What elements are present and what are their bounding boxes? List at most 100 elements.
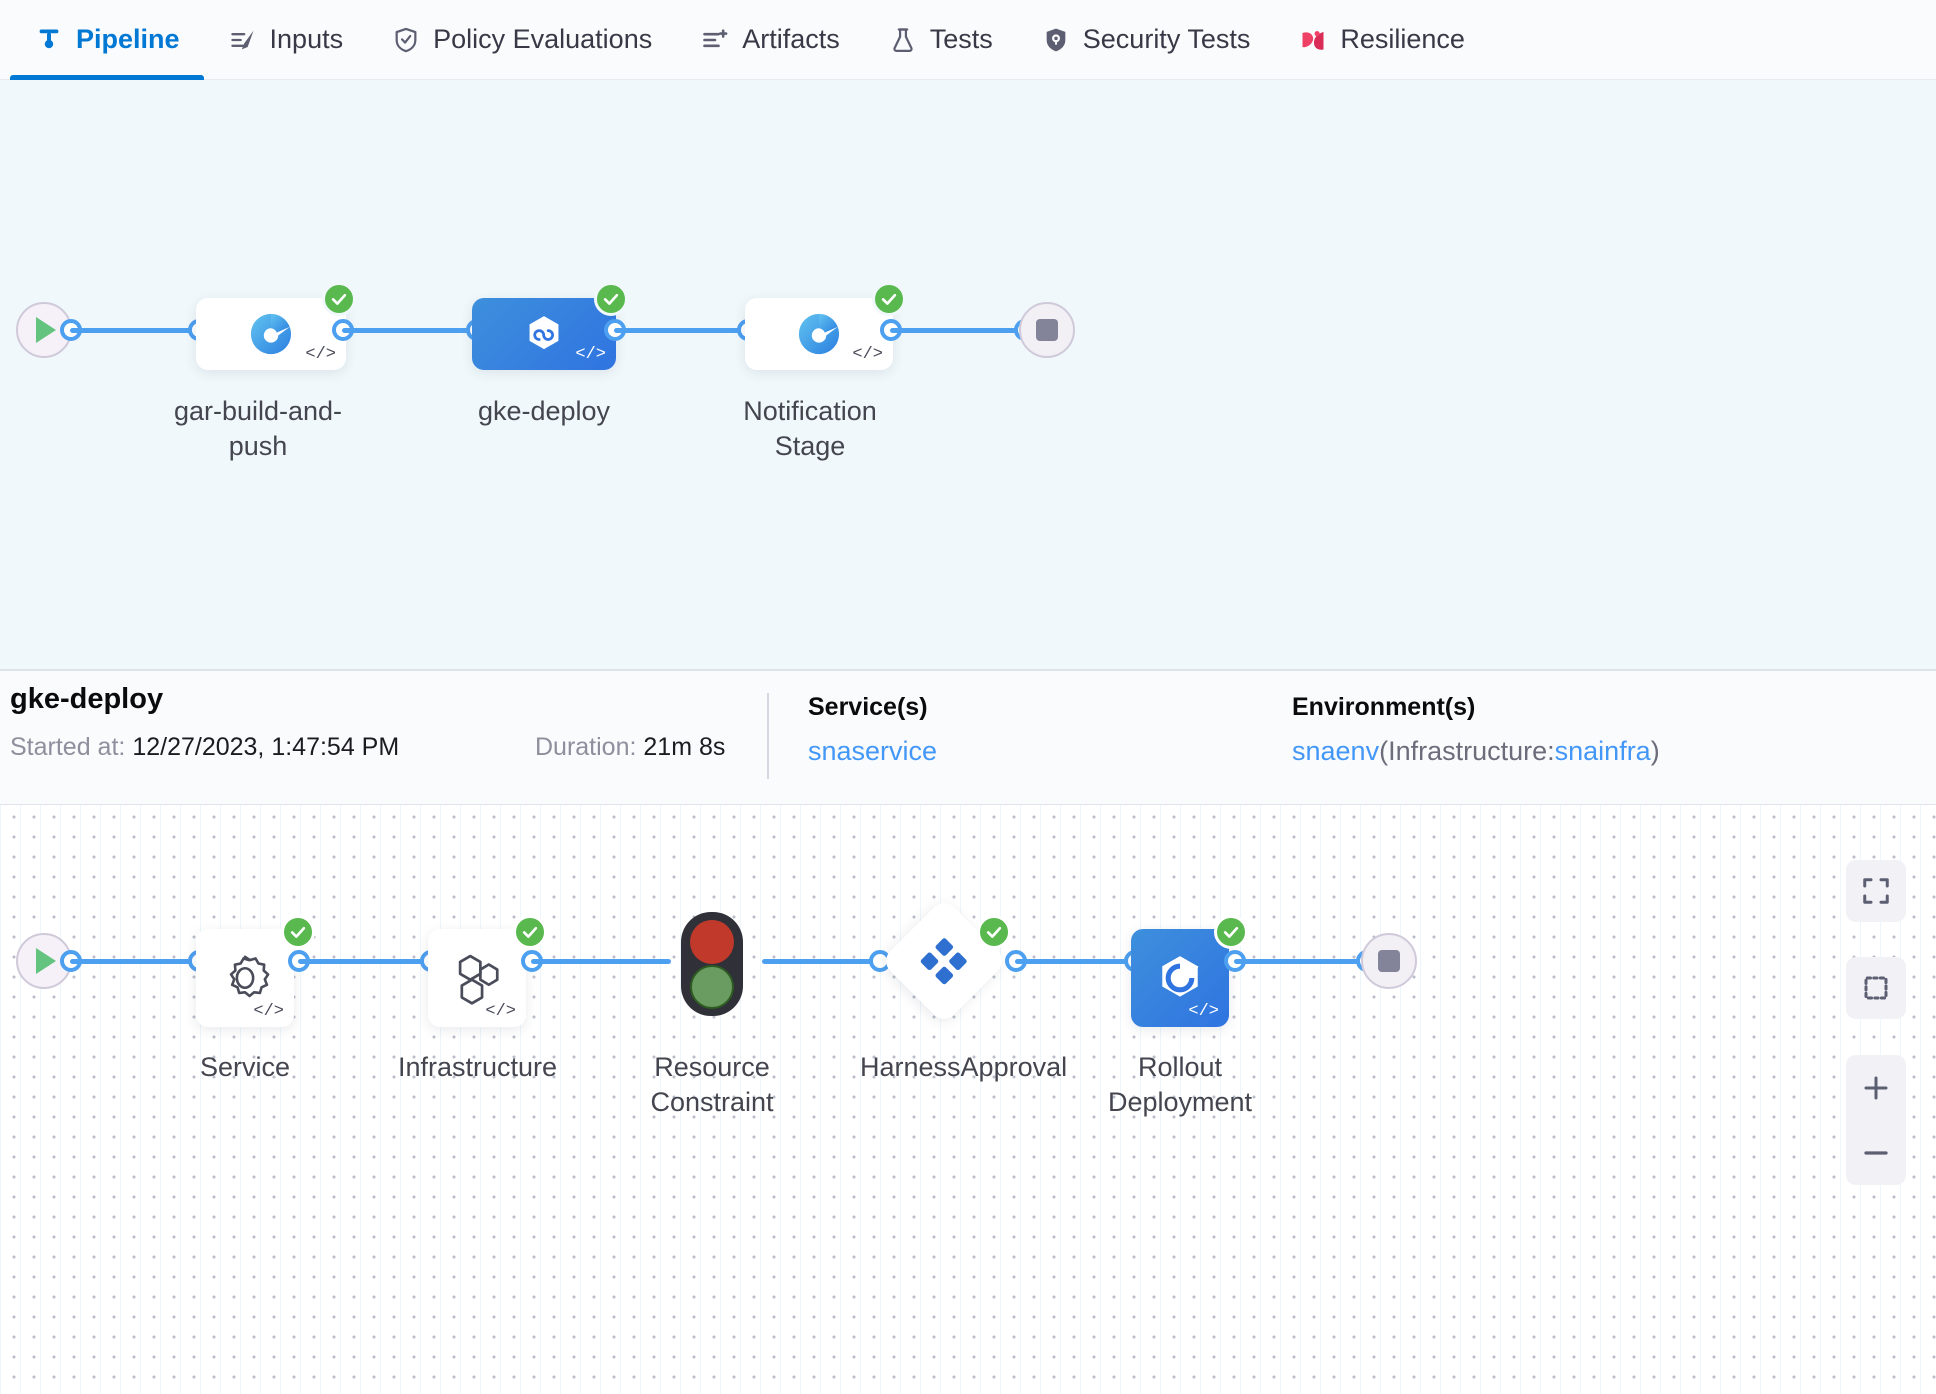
- tab-bar: Pipeline Inputs Policy Evaluations Artif…: [0, 0, 1936, 80]
- exec-step-service[interactable]: </>: [196, 929, 294, 1027]
- code-badge: </>: [852, 345, 883, 364]
- pipeline-stage-gar-build-and-push[interactable]: </>: [196, 298, 346, 370]
- step-execution-graph[interactable]: </> Service </> Infrastructure Resource …: [0, 805, 1936, 1394]
- exec-edge: [531, 959, 671, 964]
- policy-shield-icon: [391, 25, 421, 55]
- started-at-label: Started at:: [10, 733, 126, 761]
- pipeline-stage-graph[interactable]: </> gar-build-and-push </> gke-deploy </…: [0, 80, 1936, 671]
- stage-title: gke-deploy: [10, 683, 164, 715]
- environments-column: Environment(s) snaenv(Infrastructure:sna…: [1292, 693, 1660, 767]
- fit-to-screen-button[interactable]: [1846, 860, 1906, 922]
- exec-step-label: Service: [199, 1052, 291, 1082]
- status-badge-success: [1214, 915, 1248, 949]
- gcp-build-icon: [798, 313, 840, 355]
- exec-step-label: Rollout Deployment: [1107, 1052, 1253, 1117]
- infrastructure-link[interactable]: snainfra: [1554, 736, 1651, 766]
- flask-icon: [888, 25, 918, 55]
- tab-tests[interactable]: Tests: [864, 0, 1017, 80]
- pipeline-edge: [342, 328, 480, 333]
- status-badge-success: [594, 282, 628, 316]
- stop-icon: [1378, 950, 1400, 972]
- pipeline-edge: [70, 328, 200, 333]
- pipeline-edge: [890, 328, 1024, 333]
- stage-started-at: Started at: 12/27/2023, 1:47:54 PM: [10, 733, 399, 762]
- exec-edge: [298, 959, 428, 964]
- exec-edge: [1234, 959, 1366, 964]
- code-badge: </>: [305, 345, 336, 364]
- pipeline-stage-notification-stage[interactable]: </>: [745, 298, 893, 370]
- pipeline-stage-label: Notification Stage: [743, 396, 877, 461]
- tab-label: Tests: [929, 24, 993, 54]
- infrastructure-suffix: ): [1650, 736, 1660, 766]
- tab-label: Pipeline: [76, 24, 180, 54]
- started-at-value: 12/27/2023, 1:47:54 PM: [132, 733, 400, 761]
- pipeline-stage-label: gar-build-and-push: [173, 396, 343, 461]
- traffic-light-green-bulb: [690, 964, 734, 1009]
- exec-step-infrastructure[interactable]: </>: [428, 929, 526, 1027]
- tab-label: Policy Evaluations: [433, 24, 653, 54]
- exec-step-rollout-deployment[interactable]: </>: [1131, 929, 1229, 1027]
- exec-end-node[interactable]: [1361, 933, 1417, 989]
- stop-icon: [1036, 319, 1058, 341]
- pipeline-edge: [614, 328, 746, 333]
- hexagon-cluster-icon: [458, 954, 499, 1005]
- artifacts-list-icon: [700, 25, 730, 55]
- play-icon: [36, 948, 56, 974]
- zoom-buttons-group: [1846, 1055, 1906, 1185]
- tab-policy-evaluations[interactable]: Policy Evaluations: [367, 0, 676, 80]
- exec-edge: [70, 959, 200, 964]
- rollout-hex-icon: [1162, 956, 1199, 997]
- gcp-build-icon: [250, 313, 292, 355]
- tab-label: Security Tests: [1082, 24, 1251, 54]
- code-badge: </>: [575, 345, 606, 364]
- select-area-button[interactable]: [1846, 957, 1906, 1019]
- status-badge-success: [322, 282, 356, 316]
- environments-heading: Environment(s): [1292, 693, 1476, 721]
- exec-step-label: Infrastructure: [397, 1052, 558, 1082]
- pipeline-stage-gke-deploy[interactable]: </>: [472, 298, 616, 370]
- gear-icon: [229, 955, 270, 998]
- security-shield-icon: [1041, 25, 1071, 55]
- deployment-hex-icon: [529, 316, 559, 350]
- zoom-in-button[interactable]: [1861, 1073, 1891, 1103]
- duration-label: Duration:: [535, 733, 637, 761]
- expand-corners-icon: [1863, 878, 1889, 904]
- services-heading: Service(s): [808, 693, 928, 721]
- service-link[interactable]: snaservice: [808, 736, 938, 766]
- resilience-icon: [1298, 25, 1328, 55]
- status-badge-success: [281, 915, 315, 949]
- status-badge-success: [513, 915, 547, 949]
- services-column: Service(s) snaservice: [808, 693, 937, 767]
- exec-step-label: HarnessApproval: [860, 1052, 1068, 1082]
- status-badge-success: [977, 915, 1011, 949]
- tab-label: Inputs: [269, 24, 344, 54]
- tab-label: Resilience: [1340, 24, 1465, 54]
- pipeline-icon: [34, 25, 64, 55]
- tab-artifacts[interactable]: Artifacts: [676, 0, 864, 80]
- dotted-square-icon: [1864, 976, 1888, 1000]
- tab-inputs[interactable]: Inputs: [204, 0, 368, 80]
- code-badge: </>: [253, 1002, 284, 1021]
- environment-link[interactable]: snaenv: [1292, 736, 1380, 766]
- infrastructure-prefix: (Infrastructure:: [1379, 736, 1555, 766]
- code-badge: </>: [1188, 1002, 1219, 1021]
- zoom-out-button[interactable]: [1861, 1138, 1891, 1168]
- stage-duration: Duration: 21m 8s: [535, 733, 725, 762]
- tab-pipeline[interactable]: Pipeline: [10, 0, 204, 80]
- pipeline-end-node[interactable]: [1019, 302, 1075, 358]
- pipeline-stage-label: gke-deploy: [477, 396, 611, 426]
- tab-resilience[interactable]: Resilience: [1274, 0, 1489, 80]
- approval-diamond-icon: [916, 933, 972, 989]
- duration-value: 21m 8s: [643, 733, 726, 761]
- exec-step-resource-constraint[interactable]: [681, 912, 743, 1016]
- tab-security-tests[interactable]: Security Tests: [1017, 0, 1275, 80]
- stage-info-bar: gke-deploy Started at: 12/27/2023, 1:47:…: [0, 671, 1936, 805]
- inputs-icon: [228, 25, 258, 55]
- status-badge-success: [872, 282, 906, 316]
- code-badge: </>: [485, 1002, 516, 1021]
- tab-label: Artifacts: [742, 24, 840, 54]
- exec-step-label: Resource Constraint: [650, 1052, 774, 1117]
- exec-edge: [762, 959, 880, 964]
- play-icon: [36, 317, 56, 343]
- exec-edge: [1015, 959, 1135, 964]
